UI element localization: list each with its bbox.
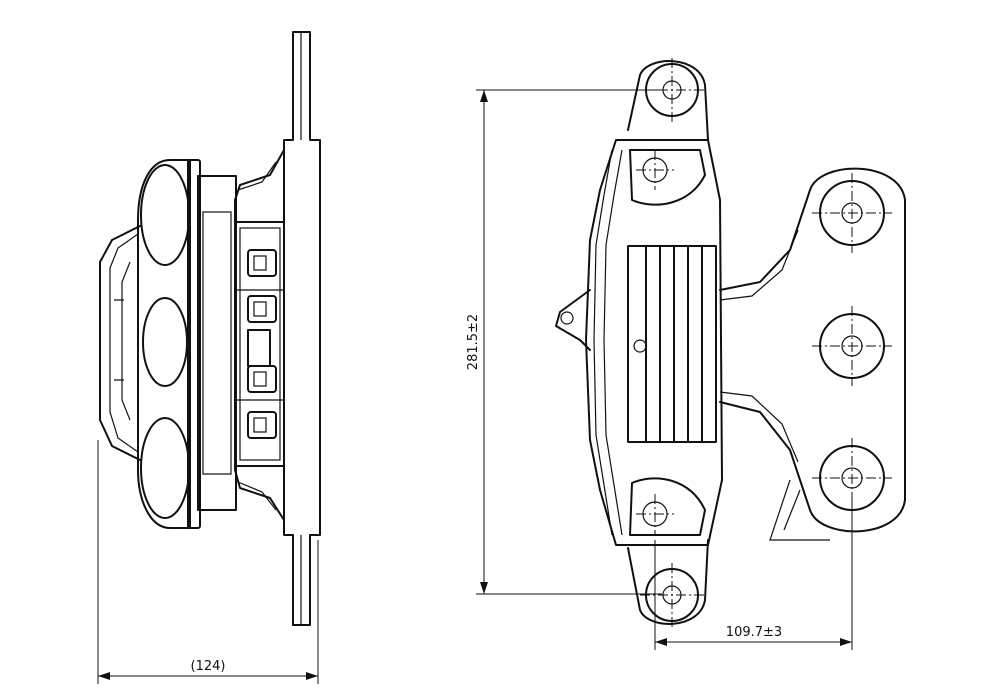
side-view — [99, 31, 321, 626]
front-view-upper-cup — [629, 149, 706, 206]
side-view-bracket — [234, 149, 285, 521]
dimension-offset-label: 109.7±3 — [726, 625, 782, 640]
side-view-connector-pins — [247, 249, 277, 439]
front-view-left-tab — [555, 289, 591, 351]
side-view-flange — [283, 31, 321, 626]
side-view-connector-frame — [235, 221, 285, 467]
front-view — [555, 58, 906, 627]
front-view-bushing-top — [812, 173, 892, 253]
front-view-right-bracket — [719, 167, 906, 533]
dimension-height-label: 281.5±2 — [466, 314, 481, 370]
dimension-width-label: (124) — [191, 659, 226, 674]
side-view-bushing-mid — [142, 297, 188, 387]
side-view-bushing-top — [140, 164, 190, 266]
front-view-top-ear — [627, 60, 709, 141]
front-view-core — [627, 245, 717, 443]
front-view-bushing-mid — [812, 306, 892, 386]
side-view-clamp-block — [197, 175, 237, 511]
side-view-bushing-housing — [137, 159, 191, 529]
front-view-bottom-ear — [627, 539, 709, 625]
front-view-housing — [585, 139, 723, 546]
side-view-bushing-bottom — [140, 417, 190, 519]
side-view-rubber-cover — [99, 225, 141, 461]
dimension-offset: 109.7±3 — [654, 500, 853, 650]
front-view-lower-cup — [629, 477, 706, 536]
dimension-width: (124) — [97, 440, 319, 684]
dimension-height: 281.5±2 — [466, 89, 662, 595]
